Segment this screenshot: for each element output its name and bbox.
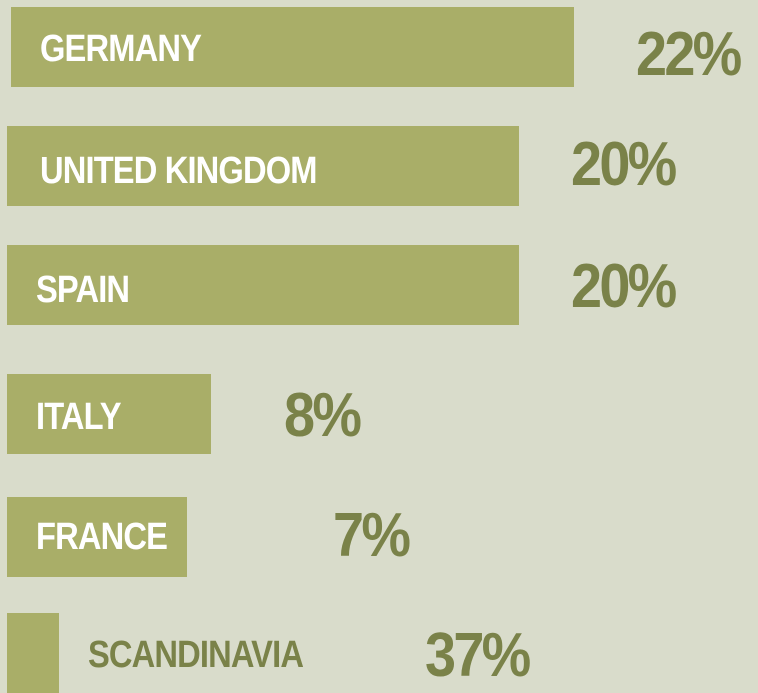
bar-france bbox=[7, 497, 187, 577]
category-label-spain: SPAIN bbox=[36, 269, 130, 311]
category-label-germany: GERMANY bbox=[40, 28, 202, 70]
category-label-united-kingdom: UNITED KINGDOM bbox=[40, 150, 317, 192]
value-label-germany: 22% bbox=[636, 20, 742, 89]
value-label-united-kingdom: 20% bbox=[571, 130, 677, 199]
category-label-france: FRANCE bbox=[36, 516, 168, 558]
bar-germany bbox=[11, 7, 574, 87]
value-label-italy: 8% bbox=[284, 381, 362, 450]
bar-spain bbox=[7, 245, 519, 325]
category-label-scandinavia: SCANDINAVIA bbox=[88, 634, 304, 676]
value-label-scandinavia: 37% bbox=[425, 621, 531, 690]
bar-italy bbox=[7, 374, 211, 454]
bar-united-kingdom bbox=[7, 126, 519, 206]
value-label-france: 7% bbox=[333, 501, 411, 570]
category-label-italy: ITALY bbox=[36, 396, 122, 438]
value-label-spain: 20% bbox=[571, 252, 677, 321]
bar-scandinavia bbox=[7, 613, 59, 693]
